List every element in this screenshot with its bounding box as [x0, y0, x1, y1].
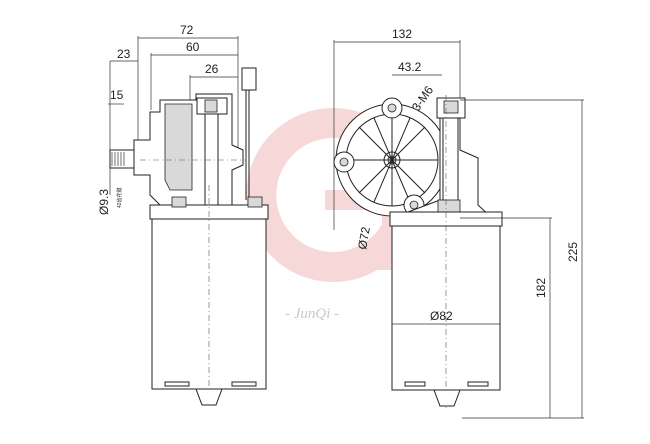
- dim-60: 60: [186, 40, 200, 54]
- dim-spline-dia: Ø9.3: [97, 189, 111, 215]
- vent-slot: [467, 381, 489, 387]
- worm-bottom-nut: [437, 199, 461, 213]
- dim-225: 225: [566, 242, 580, 262]
- flange-bolt: [171, 196, 187, 208]
- vent-slot: [404, 381, 426, 387]
- front-view: 132 43.2 3-M6 Ø72: [333, 27, 584, 419]
- vent-slot: [164, 381, 190, 387]
- watermark-text: - JunQi -: [285, 306, 339, 322]
- gearbox-rib: [164, 103, 193, 191]
- hex-nut: [204, 99, 218, 113]
- motor-end-cap: [195, 388, 223, 406]
- dim-132: 132: [392, 27, 412, 41]
- mount-hole: [409, 200, 419, 210]
- cover-ribs: [346, 114, 438, 206]
- mount-hole: [387, 103, 397, 113]
- dim-432: 43.2: [398, 60, 422, 74]
- dim-dia82: Ø82: [430, 309, 453, 323]
- dim-182: 182: [534, 278, 548, 298]
- vent-slot: [231, 381, 257, 387]
- cover-rib: [373, 117, 411, 203]
- hex-nut: [443, 100, 459, 114]
- spline-shaft: [109, 149, 135, 169]
- motor-end-cap: [433, 389, 461, 407]
- dim-26: 26: [205, 62, 219, 76]
- mount-hole: [339, 157, 349, 167]
- side-view: 72 60 26 23 15 Ø9.3 42齿花键: [97, 23, 269, 406]
- connector-plug: [241, 67, 257, 91]
- dim-15: 15: [110, 88, 124, 102]
- dim-dia72: Ø72: [355, 225, 373, 250]
- flange-bolt: [247, 196, 263, 208]
- dim-72: 72: [180, 23, 194, 37]
- dim-23: 23: [117, 47, 131, 61]
- spline-note: 42齿花键: [116, 187, 123, 208]
